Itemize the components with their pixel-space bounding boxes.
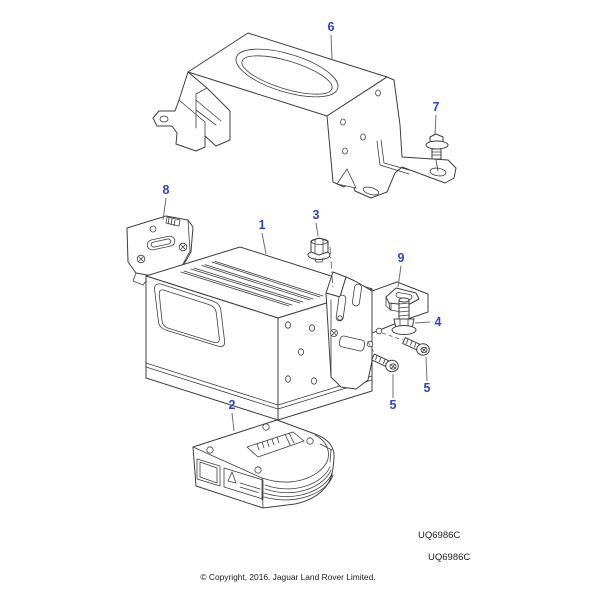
callout-8[interactable]: 8 <box>163 183 170 197</box>
leader-2 <box>231 412 235 432</box>
leader-1 <box>261 232 267 255</box>
screw-part5b <box>367 341 399 373</box>
mounting-bracket-part6 <box>152 32 457 199</box>
copyright-notice: © Copyright, 2016. Jaguar Land Rover Lim… <box>200 572 375 582</box>
leader-5a <box>425 356 428 382</box>
leader-8 <box>162 197 167 221</box>
leader-7 <box>434 114 437 135</box>
callout-9[interactable]: 9 <box>398 251 405 265</box>
callout-5a[interactable]: 5 <box>424 381 431 395</box>
screw-part7 <box>425 133 449 172</box>
module-part2 <box>192 419 335 509</box>
leader-4 <box>414 321 431 324</box>
flange-nut-part3 <box>307 237 334 290</box>
leader-lines <box>162 34 437 432</box>
screw-part5a <box>381 332 430 356</box>
leader-9 <box>397 265 402 288</box>
callout-4[interactable]: 4 <box>435 315 442 329</box>
callout-1[interactable]: 1 <box>259 218 266 232</box>
reference-code-primary: UQ6986C <box>418 530 460 541</box>
reference-code-secondary: UQ6986C <box>428 552 470 563</box>
callout-5b[interactable]: 5 <box>390 398 397 412</box>
callout-2[interactable]: 2 <box>229 398 236 412</box>
callout-3[interactable]: 3 <box>313 208 320 222</box>
callout-6[interactable]: 6 <box>328 20 335 34</box>
callout-7[interactable]: 7 <box>433 100 440 114</box>
flange-bolt-part4 <box>391 297 417 335</box>
top-grooves <box>180 261 324 307</box>
leader-3 <box>315 222 319 237</box>
leader-6 <box>330 34 333 60</box>
